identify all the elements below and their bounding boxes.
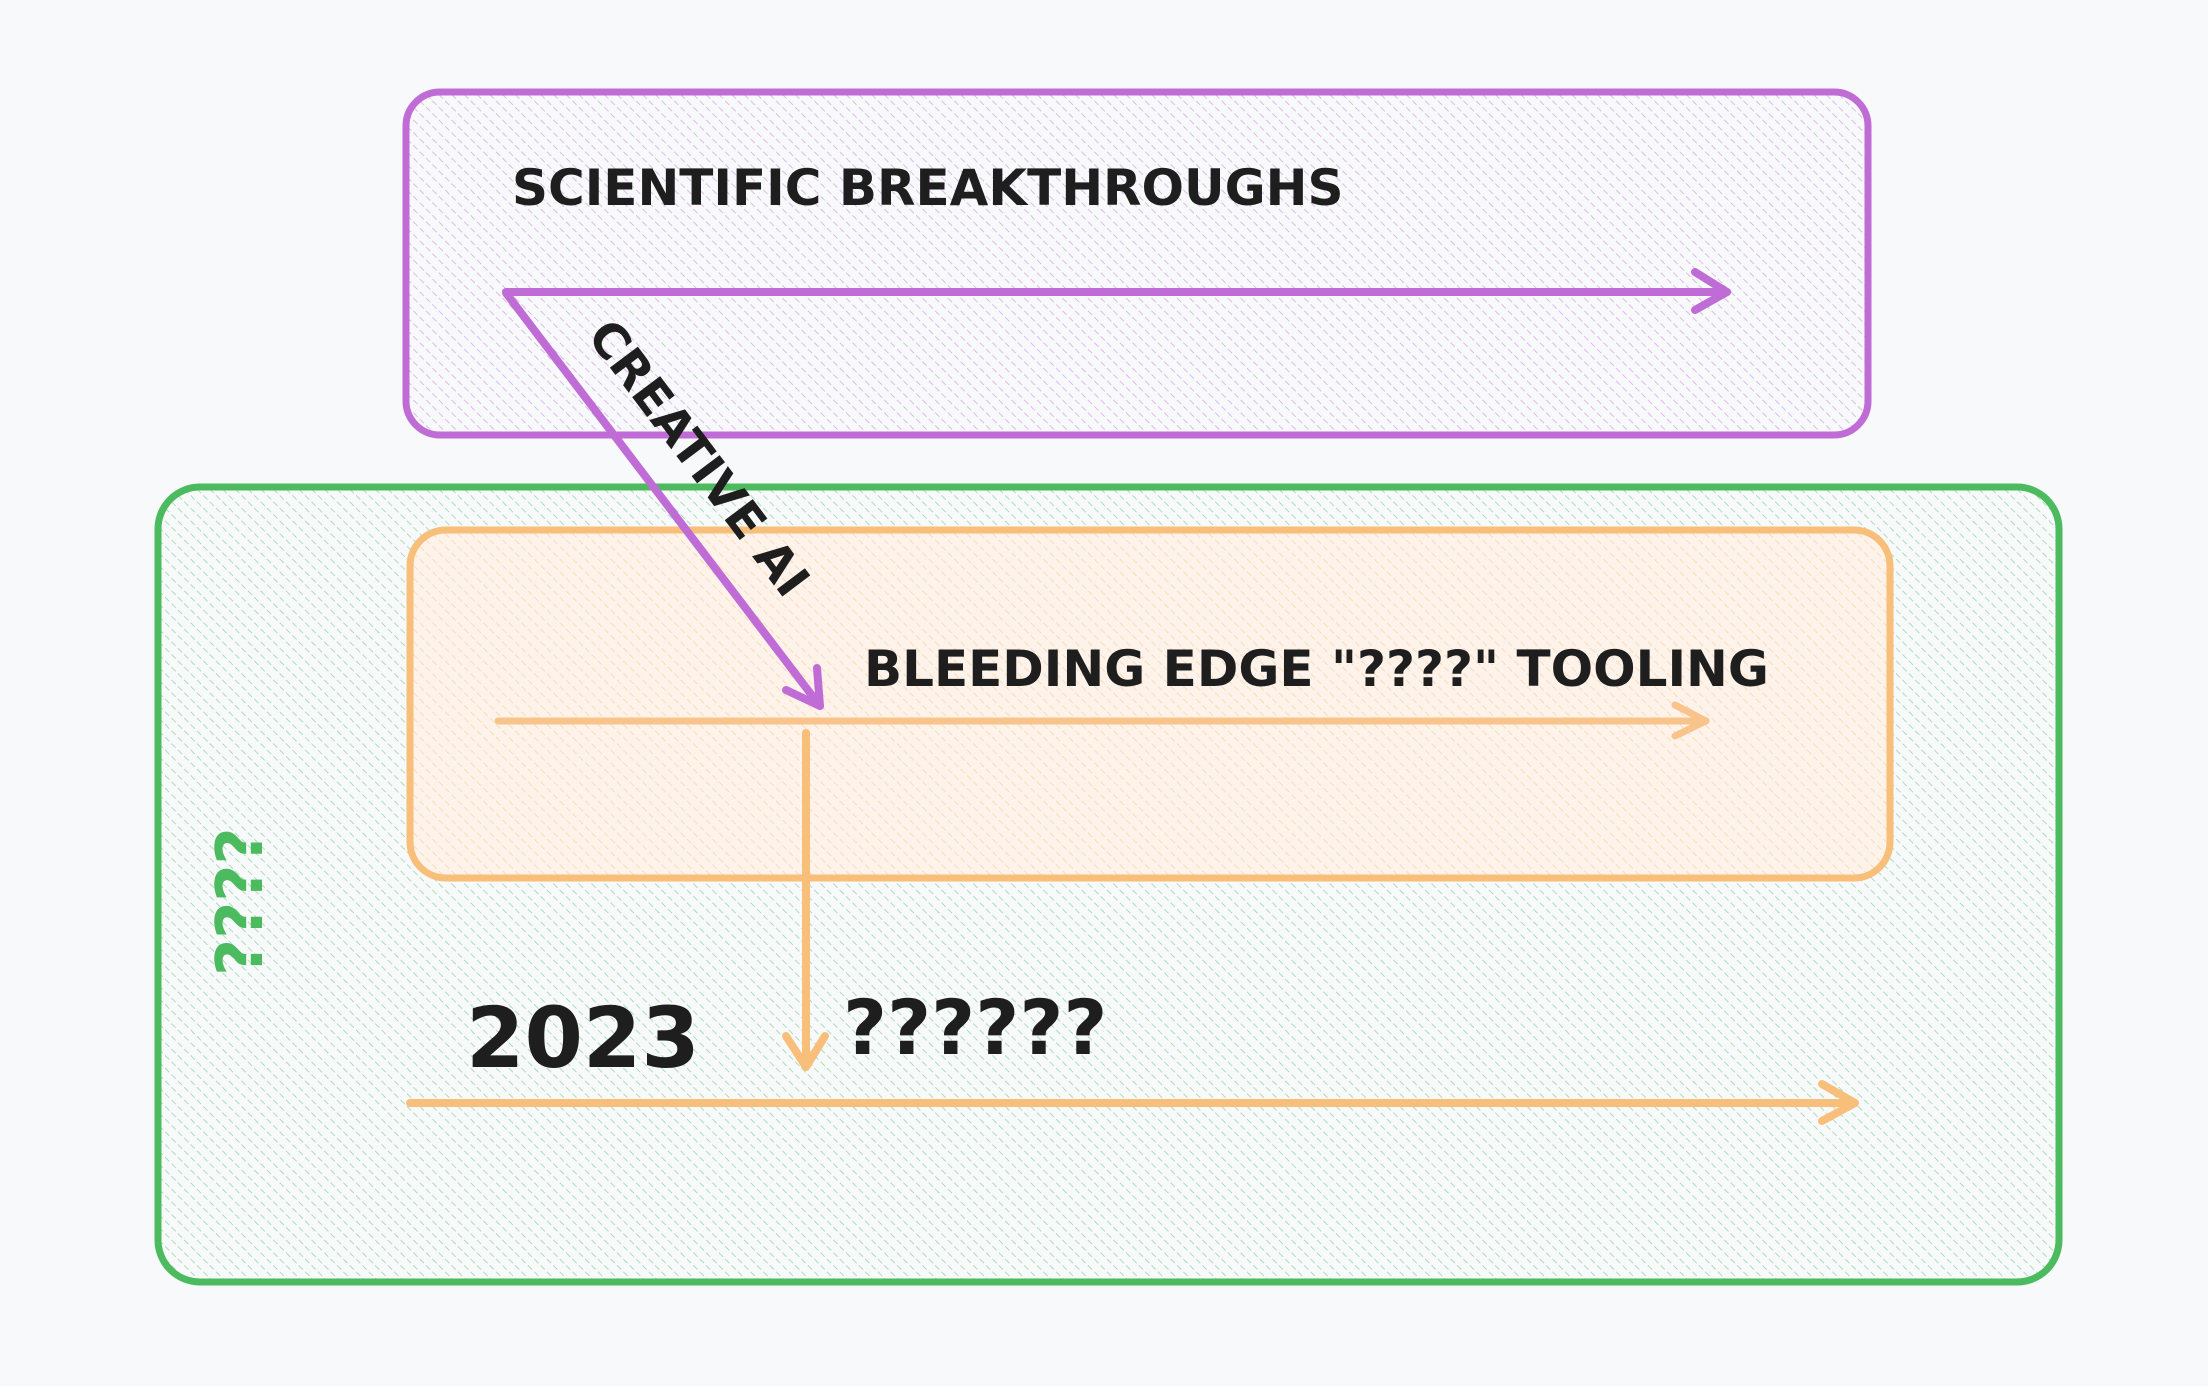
- year-label: 2023: [466, 989, 700, 1087]
- creative-ai-arrow: [502, 289, 824, 710]
- tooling-arrow: [494, 701, 1710, 740]
- side-question-label: ????: [204, 828, 278, 977]
- scientific-label: SCIENTIFIC BREAKTHROUGHS: [512, 159, 1344, 217]
- orange-box[interactable]: [406, 526, 1894, 882]
- timeline-arrow: [406, 1080, 1859, 1125]
- scientific-arrow: [502, 268, 1731, 314]
- unknown-label: ??????: [843, 983, 1108, 1072]
- down-arrow: [782, 729, 829, 1071]
- purple-box[interactable]: [402, 88, 1872, 439]
- tooling-label: BLEEDING EDGE "????" TOOLING: [864, 640, 1769, 698]
